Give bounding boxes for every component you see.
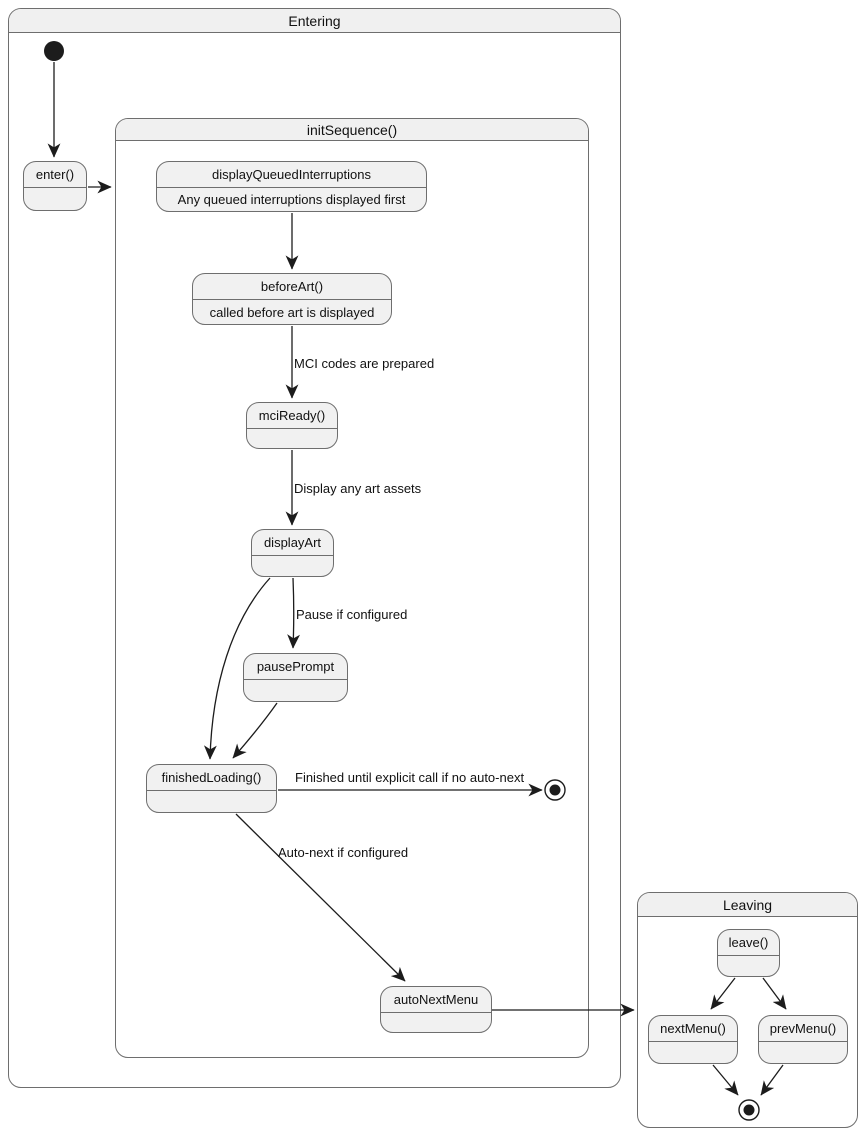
state-display-queued-interruptions-name: displayQueuedInterruptions	[157, 162, 426, 188]
edge-label-finished: Finished until explicit call if no auto-…	[295, 770, 525, 785]
edge-label-mci-codes: MCI codes are prepared	[294, 356, 435, 371]
state-pause-prompt-name: pausePrompt	[244, 654, 347, 680]
state-display-art: displayArt	[251, 529, 334, 577]
state-mci-ready-name: mciReady()	[247, 403, 337, 429]
region-entering-title-label: Entering	[288, 12, 341, 29]
state-pause-prompt: pausePrompt	[243, 653, 348, 702]
state-next-menu: nextMenu()	[648, 1015, 738, 1064]
state-next-menu-body	[649, 1042, 737, 1063]
state-next-menu-name: nextMenu()	[649, 1016, 737, 1042]
state-enter: enter()	[23, 161, 87, 211]
state-auto-next-menu-body	[381, 1013, 491, 1032]
state-prev-menu: prevMenu()	[758, 1015, 848, 1064]
state-leave-name: leave()	[718, 930, 779, 956]
region-init-sequence-title: initSequence()	[116, 119, 588, 141]
state-before-art-description: called before art is displayed	[209, 304, 375, 320]
state-pause-prompt-body	[244, 680, 347, 701]
region-leaving-title-label: Leaving	[722, 896, 773, 913]
edge-label-pause: Pause if configured	[296, 607, 408, 622]
state-prev-menu-name: prevMenu()	[759, 1016, 847, 1042]
state-before-art: beforeArt() called before art is display…	[192, 273, 392, 325]
state-before-art-name: beforeArt()	[193, 274, 391, 300]
state-finished-loading: finishedLoading()	[146, 764, 277, 813]
state-enter-body	[24, 188, 86, 210]
region-leaving: Leaving	[637, 892, 858, 1128]
state-mci-ready: mciReady()	[246, 402, 338, 449]
state-auto-next-menu-name: autoNextMenu	[381, 987, 491, 1013]
state-finished-loading-name: finishedLoading()	[147, 765, 276, 791]
state-mci-ready-body	[247, 429, 337, 448]
edge-label-display-assets: Display any art assets	[294, 481, 422, 496]
region-init-sequence-title-label: initSequence()	[306, 121, 398, 138]
state-display-queued-interruptions: displayQueuedInterruptions Any queued in…	[156, 161, 427, 212]
state-display-art-name: displayArt	[252, 530, 333, 556]
state-finished-loading-body	[147, 791, 276, 812]
state-prev-menu-body	[759, 1042, 847, 1063]
region-leaving-title: Leaving	[638, 893, 857, 917]
state-enter-name: enter()	[24, 162, 86, 188]
region-init-sequence: initSequence()	[115, 118, 589, 1058]
region-entering-title: Entering	[9, 9, 620, 33]
state-display-art-body	[252, 556, 333, 576]
state-auto-next-menu: autoNextMenu	[380, 986, 492, 1033]
state-leave: leave()	[717, 929, 780, 977]
state-leave-body	[718, 956, 779, 976]
state-display-queued-interruptions-description: Any queued interruptions displayed first	[177, 192, 406, 207]
edge-label-auto-next: Auto-next if configured	[278, 845, 409, 860]
